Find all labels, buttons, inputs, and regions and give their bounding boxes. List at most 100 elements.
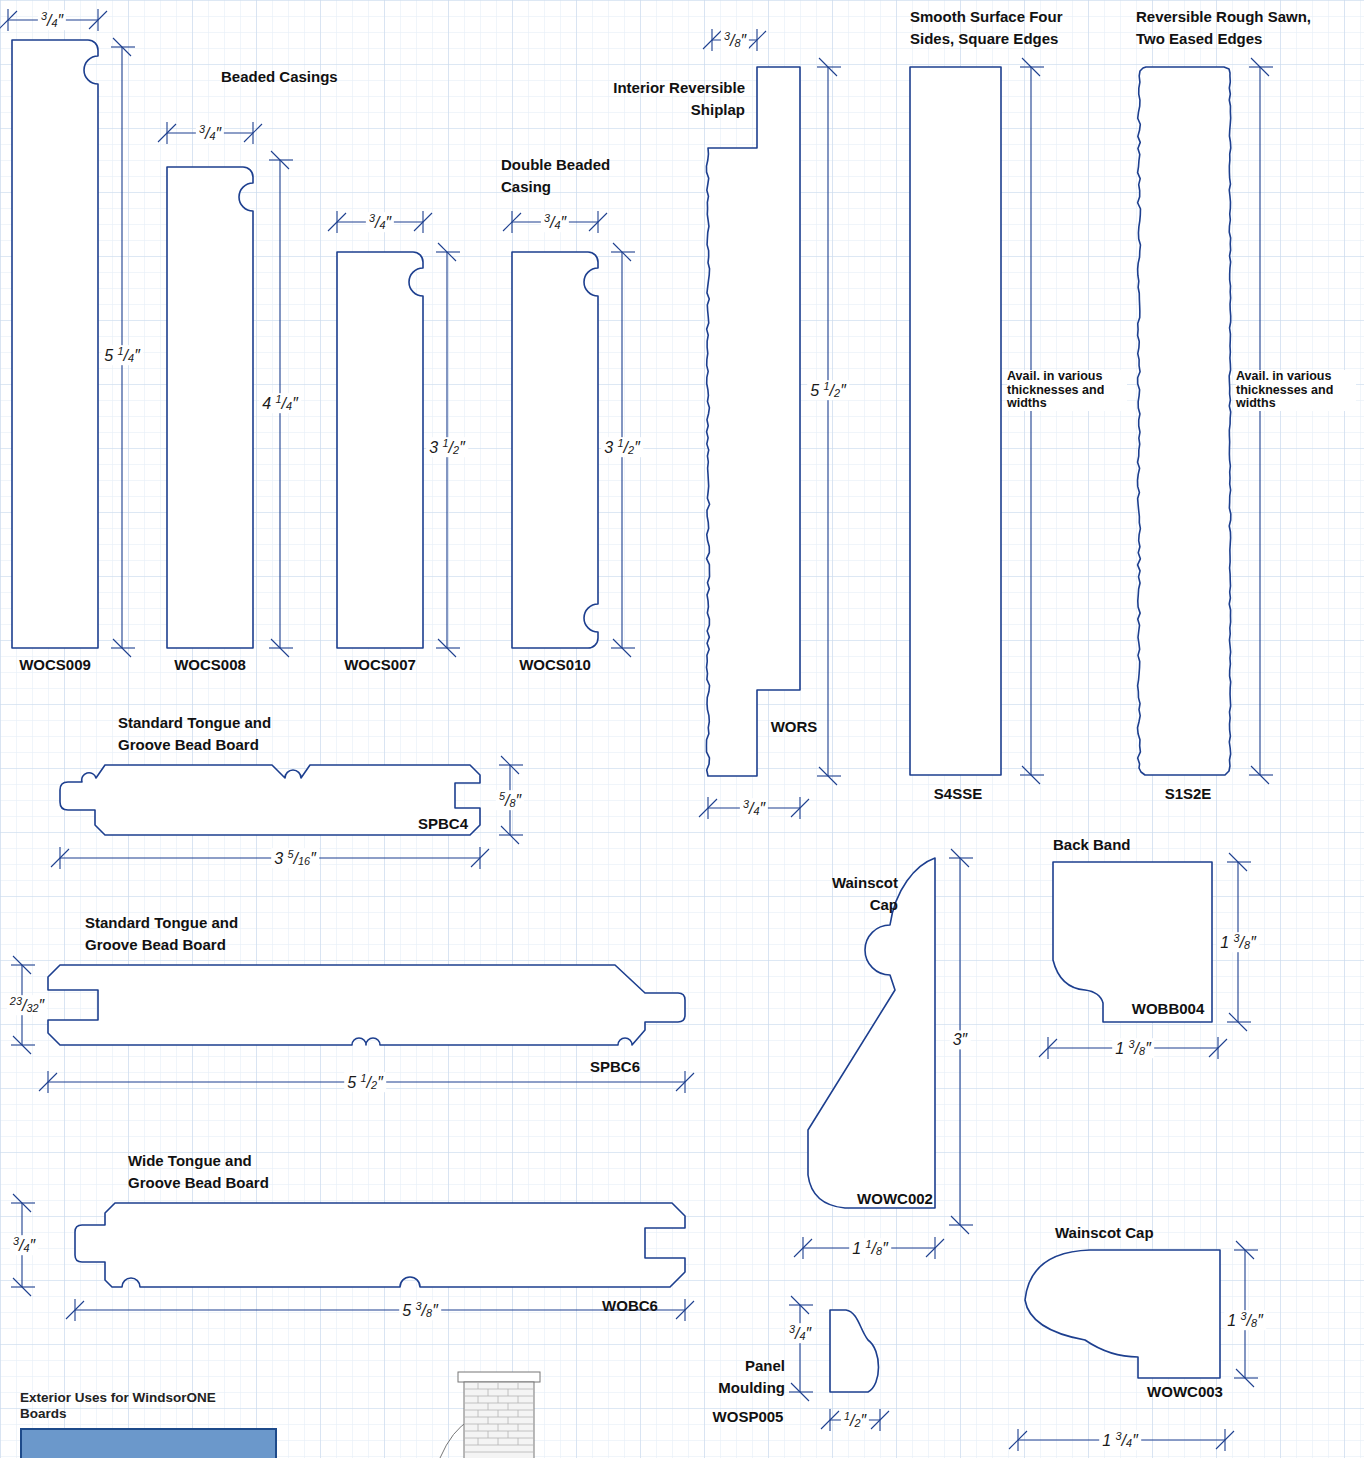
- fraction-part: 4: [23, 1242, 29, 1254]
- fraction-part: ″: [57, 12, 63, 29]
- dimension-line: [471, 849, 489, 867]
- fraction-part: /: [830, 382, 834, 399]
- fraction-part: ″: [377, 1074, 383, 1091]
- group-heading: Standard Tongue and Groove Bead Board: [118, 712, 293, 756]
- dimension-label: 3/8″: [721, 30, 749, 50]
- shiplap-profile: [706, 67, 800, 776]
- dimension-line: [501, 756, 519, 774]
- fraction-part: 2: [371, 1079, 377, 1091]
- fraction-part: 1: [1102, 1432, 1115, 1449]
- fraction-part: 1: [443, 437, 449, 449]
- dimension-line: [791, 1296, 809, 1314]
- fraction-part: /: [550, 214, 554, 231]
- fraction-part: 3: [429, 439, 442, 456]
- fraction-part: 8: [509, 797, 515, 809]
- fraction-part: ″: [882, 1240, 888, 1257]
- fraction-part: 5: [499, 790, 505, 802]
- dimension-label: 1 3/8″: [1224, 1310, 1266, 1330]
- fraction-part: 8: [1139, 1045, 1145, 1057]
- part-code: WOCS007: [344, 656, 416, 674]
- part-code: WORS: [771, 718, 818, 736]
- fraction-part: 4: [799, 1330, 805, 1342]
- dimension-line: [13, 1278, 31, 1296]
- dimension-label: 1 3/8″: [1217, 932, 1259, 952]
- fraction-part: ″: [1257, 1312, 1263, 1329]
- chimney-cap: [458, 1372, 540, 1382]
- fraction-part: 2: [834, 387, 840, 399]
- dimension-label: 1/2″: [841, 1410, 869, 1430]
- fraction-part: ″: [805, 1325, 811, 1342]
- group-heading: Wide Tongue and Groove Bead Board: [128, 1150, 293, 1194]
- part-code: WOCS010: [519, 656, 591, 674]
- group-heading: Standard Tongue and Groove Bead Board: [85, 912, 260, 956]
- dimension-line: [676, 1073, 694, 1091]
- fraction-part: /: [282, 395, 286, 412]
- dimension-line: [438, 639, 456, 657]
- dimension-line: [66, 1301, 84, 1319]
- dimension-label: 5/8″: [496, 790, 524, 810]
- fraction-part: 5: [104, 347, 117, 364]
- beadboard-profile: [60, 765, 480, 835]
- dimension-line: [1209, 1039, 1227, 1057]
- dimension-label: 3/4″: [196, 123, 224, 143]
- dimension-line: [1229, 1013, 1247, 1031]
- dimension-line: [1022, 58, 1040, 76]
- fraction-part: ″: [759, 800, 765, 817]
- dimension-line: [827, 67, 828, 776]
- dimension-label: 5 3/8″: [399, 1300, 441, 1320]
- fraction-part: /: [205, 125, 209, 142]
- fraction-part: /: [19, 1237, 23, 1254]
- group-heading: Beaded Casings: [221, 66, 338, 88]
- fraction-part: 23: [10, 995, 22, 1007]
- part-code: WOWC002: [857, 1190, 933, 1208]
- dimension-line: [613, 243, 631, 261]
- fraction-part: /: [1247, 1312, 1251, 1329]
- dimension-line: [438, 243, 456, 261]
- dimension-line: [699, 799, 717, 817]
- fraction-part: ″: [134, 347, 140, 364]
- dimension-line: [819, 58, 837, 76]
- dimension-label: 23/32″: [7, 995, 47, 1015]
- dimension-line: [794, 1239, 812, 1257]
- dimension-line: [501, 826, 519, 844]
- dimension-label: 3/4″: [366, 212, 394, 232]
- fraction-part: 1: [1227, 1312, 1240, 1329]
- part-code: WOCS008: [174, 656, 246, 674]
- group-heading: Double Beaded Casing: [501, 154, 626, 198]
- dimension-line: [871, 1411, 889, 1429]
- dimension-line: [1229, 853, 1247, 871]
- fraction-part: 3: [274, 850, 287, 867]
- panel-band: [20, 1428, 277, 1458]
- fraction-part: 4: [379, 219, 385, 231]
- fraction-part: 1: [361, 1072, 367, 1084]
- fraction-part: ″: [634, 439, 640, 456]
- wainscot-cap-profile: [808, 858, 935, 1208]
- group-heading: Reversible Rough Sawn, Two Eased Edges: [1136, 6, 1336, 50]
- dimension-line: [158, 124, 176, 142]
- fraction-part: 3: [1241, 1310, 1247, 1322]
- fraction-part: /: [795, 1325, 799, 1342]
- fraction-part: /: [47, 12, 51, 29]
- dimension-line: [51, 849, 69, 867]
- s4s-board-profile: [910, 67, 1001, 775]
- fraction-part: 3: [1116, 1430, 1122, 1442]
- dimension-line: [328, 213, 346, 231]
- fraction-part: ″: [215, 125, 221, 142]
- dimension-line: [819, 767, 837, 785]
- part-code: S4SSE: [934, 785, 982, 803]
- fraction-part: /: [624, 439, 628, 456]
- dimension-line: [1022, 766, 1040, 784]
- fraction-part: ″: [1132, 1432, 1138, 1449]
- fraction-part: /: [375, 214, 379, 231]
- fraction-part: 1: [118, 345, 124, 357]
- chimney-body: [464, 1382, 534, 1458]
- fraction-part: 3: [41, 10, 47, 22]
- fraction-part: 4: [753, 805, 759, 817]
- fraction-part: ″: [29, 1237, 35, 1254]
- dimension-line: [89, 11, 107, 29]
- dimension-label: 3/4″: [786, 1323, 814, 1343]
- fraction-part: 4: [554, 219, 560, 231]
- dimension-line: [1236, 1369, 1254, 1387]
- fraction-part: /: [22, 997, 26, 1014]
- part-code: WOBB004: [1132, 1000, 1205, 1018]
